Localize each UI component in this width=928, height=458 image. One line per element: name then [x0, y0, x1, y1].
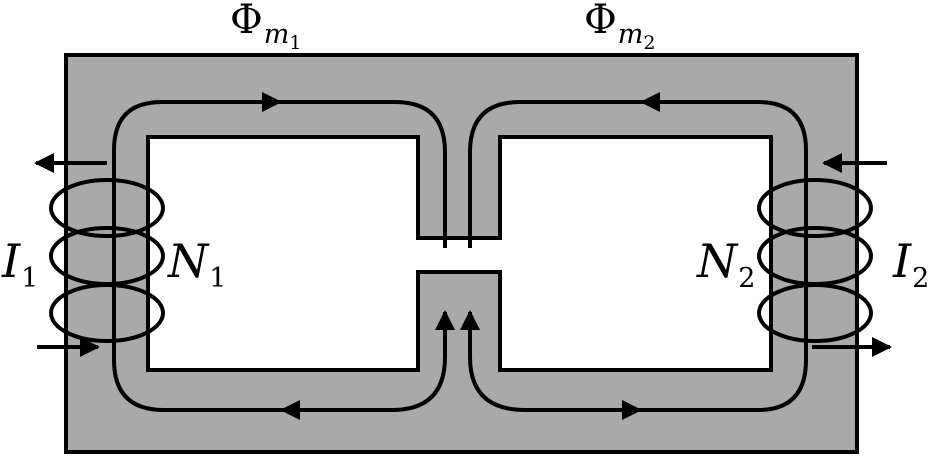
flux-path-2 — [460, 100, 808, 412]
flux-arrow-bottom-right — [622, 400, 642, 420]
coil-left — [49, 178, 165, 343]
flux-arrow-bottom-left — [280, 400, 300, 420]
flux-label-1: Φm1 — [230, 0, 302, 54]
right-window — [502, 139, 769, 368]
current-label-1: I1 — [2, 234, 39, 294]
turns-label-1: N1 — [168, 234, 227, 294]
flux-arrow-top-right — [640, 92, 660, 112]
flux-label-2: Φm2 — [584, 0, 656, 54]
current-label-2: I2 — [893, 234, 928, 294]
flux-path-1 — [112, 100, 455, 412]
turns-label-2: N2 — [697, 234, 756, 294]
flux-arrow-top-left — [262, 92, 282, 112]
coil-right — [757, 178, 873, 343]
